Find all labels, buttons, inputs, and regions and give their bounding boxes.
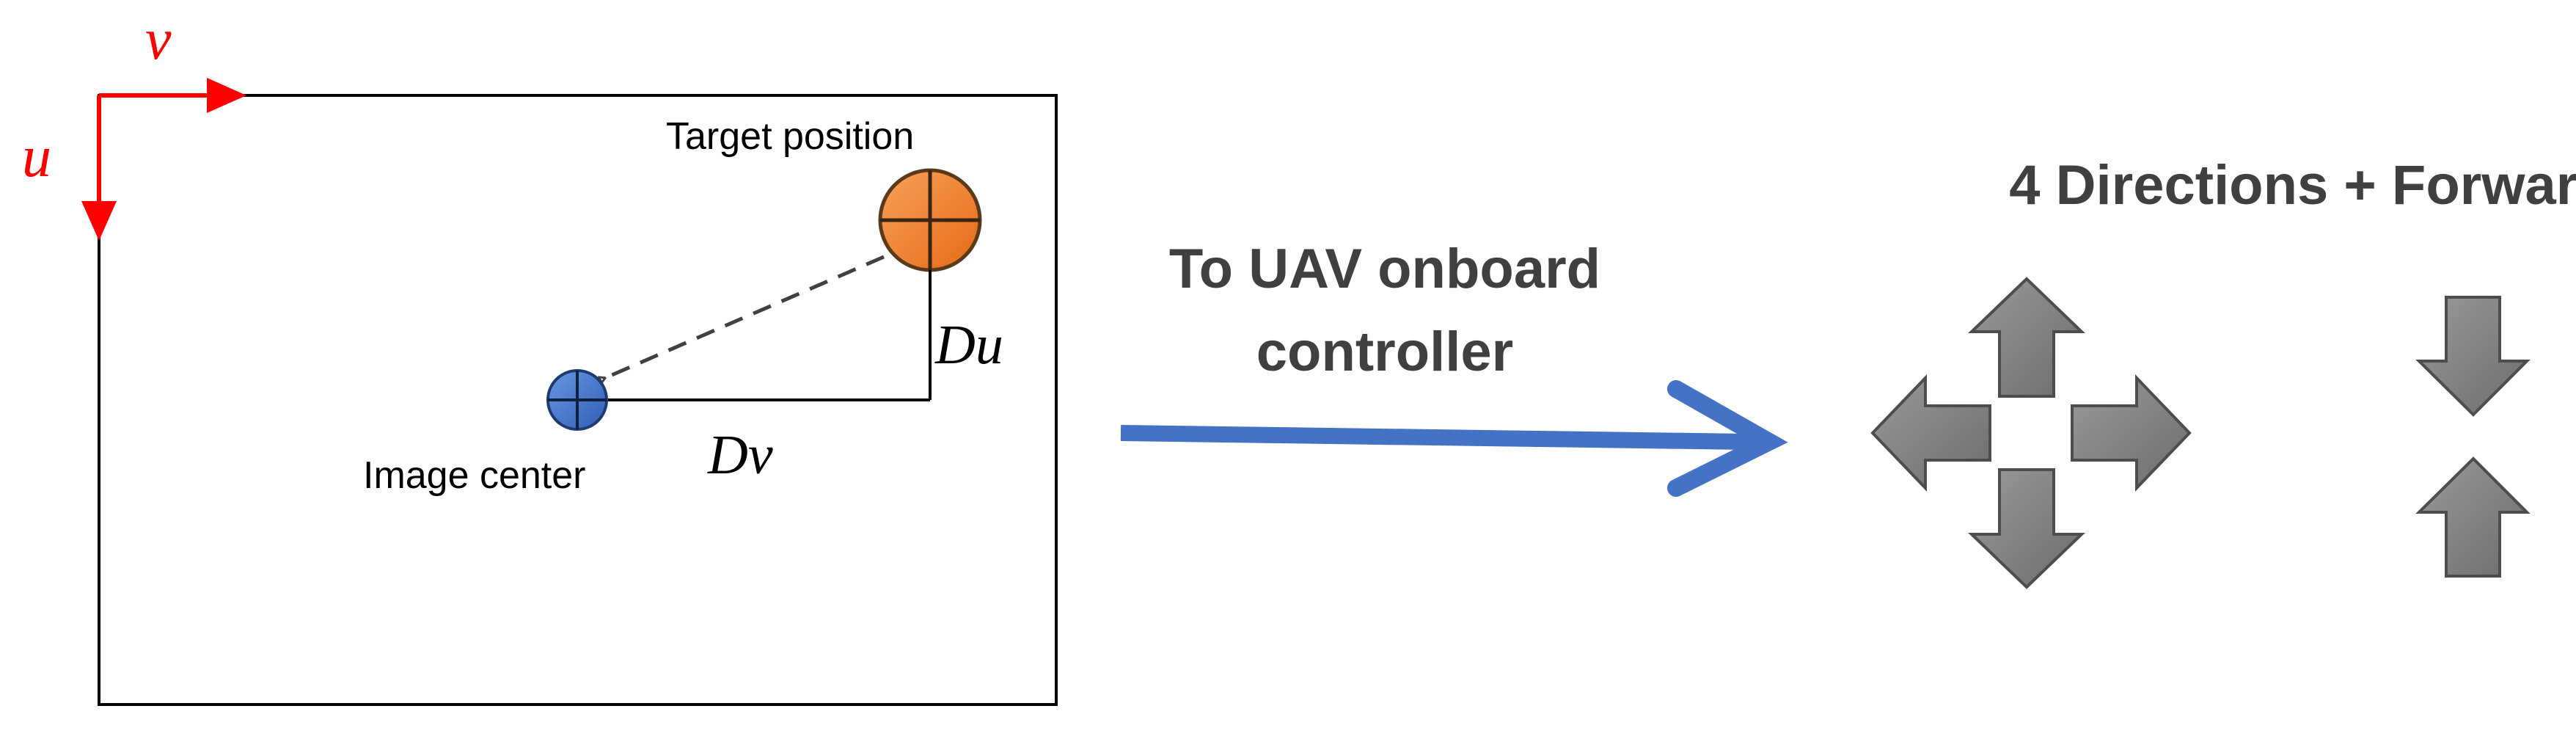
transfer-text-line2: controller xyxy=(1256,321,1514,383)
offset-vector-arrow xyxy=(600,255,885,380)
v-axis-label: v xyxy=(145,7,172,72)
arrow-up-icon xyxy=(1968,277,2085,398)
image-center-marker xyxy=(546,369,608,431)
image-center-label: Image center xyxy=(363,454,586,497)
u-axis-label: u xyxy=(22,125,51,189)
du-label: Du xyxy=(934,314,1003,376)
dv-label: Dv xyxy=(707,424,773,486)
commands-title: 4 Directions + Forward xyxy=(2009,154,2576,216)
arrow-up-icon xyxy=(2415,456,2531,578)
arrow-down-icon xyxy=(2415,296,2531,417)
target-position-marker xyxy=(878,168,982,272)
arrow-down-icon xyxy=(1968,468,2085,589)
transfer-text-line1: To UAV onboard xyxy=(1169,238,1600,300)
transfer-arrow xyxy=(1120,380,1788,497)
arrow-right-icon xyxy=(2071,374,2192,492)
target-position-label: Target position xyxy=(666,115,914,158)
arrow-left-icon xyxy=(1870,374,1991,492)
